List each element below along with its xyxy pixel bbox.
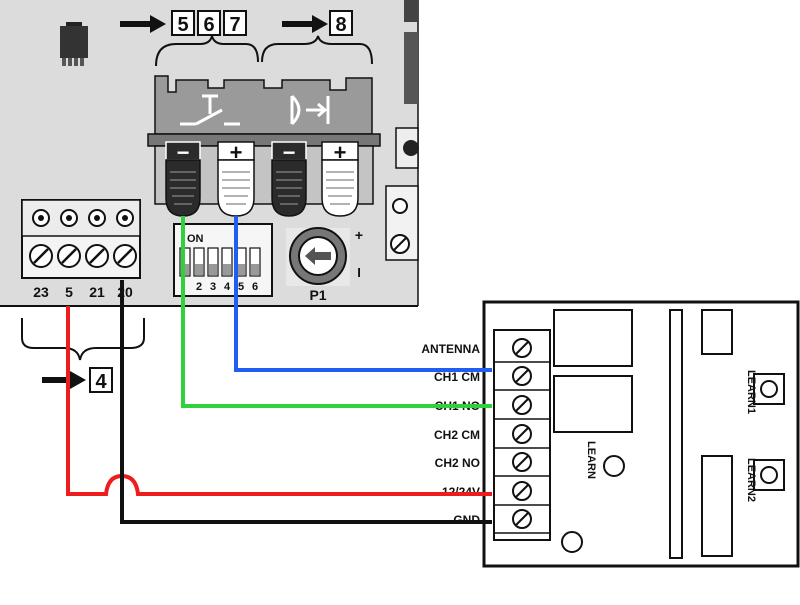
ic-chip (60, 22, 88, 66)
plug-sign: + (230, 140, 243, 165)
brace-terminals (21, 318, 145, 361)
edge-button-cap (403, 140, 419, 156)
learn-label: LEARN2 (745, 458, 757, 502)
arrow-icon (282, 15, 328, 33)
dip-toggle-knob (237, 264, 245, 275)
dip-toggle-knob (209, 264, 217, 275)
learn-label: LEARN (585, 441, 597, 479)
plug-white-2 (321, 141, 359, 217)
arrow-icon (42, 371, 86, 389)
step-digit: 8 (335, 14, 346, 36)
dip-toggle (193, 247, 205, 277)
terminal-label: 20 (117, 284, 133, 300)
step-digit: 5 (177, 14, 188, 36)
dip-toggle (207, 247, 219, 277)
dip-toggle-knob (223, 264, 231, 275)
relay-2 (553, 375, 633, 433)
terminal-label: 21 (89, 284, 105, 300)
dip-number: 3 (210, 281, 216, 293)
component-bottom (701, 455, 733, 557)
receiver-terminal-label: CH1 CM (434, 370, 480, 384)
dip-number: 2 (196, 281, 202, 293)
mount-hole (561, 531, 583, 553)
dip-number: 4 (224, 281, 231, 293)
wire-black (120, 280, 492, 524)
dip-on-label: ON (187, 233, 204, 245)
step-digit-box (89, 367, 113, 393)
dip-toggle (221, 247, 233, 277)
arrow-icon (120, 15, 166, 33)
receiver-terminal-label: CH2 CM (434, 428, 480, 442)
terminal-block: 23 5 21 20 (21, 199, 141, 300)
step-digit: 4 (95, 371, 107, 393)
plug-sign: − (177, 140, 190, 165)
potentiometer-p1: P1 + I (286, 227, 363, 303)
step-digit: 7 (229, 14, 240, 36)
pot-minus: I (357, 265, 361, 280)
dip-number: 6 (252, 281, 258, 293)
photocell-icon (290, 94, 330, 126)
component-top (701, 309, 733, 355)
step-digit-box (223, 10, 247, 36)
brace-8 (261, 35, 373, 65)
step-digit-box (329, 10, 353, 36)
wires (66, 216, 492, 524)
receiver-terminal-label: ANTENNA (421, 342, 480, 356)
plug-sign: + (334, 140, 347, 165)
wire-green (181, 216, 492, 408)
pcb-strip (669, 309, 683, 559)
dip-number: 5 (238, 281, 244, 293)
plug-white-1 (217, 141, 255, 217)
plug-black-2 (271, 141, 307, 217)
brace-567 (155, 35, 259, 67)
learn-label: LEARN1 (745, 370, 757, 414)
dip-toggle-knob (251, 264, 259, 275)
pot-plus: + (355, 227, 363, 243)
receiver-terminal-label: CH2 NO (435, 456, 480, 470)
wire-red (66, 306, 492, 496)
edge-component (404, 0, 418, 22)
step-label-8: 8 (282, 10, 353, 36)
step-digit-box (171, 10, 195, 36)
step-digit-box (197, 10, 221, 36)
terminal-label: 5 (65, 284, 73, 300)
step-label-4: 4 (42, 367, 113, 393)
pot-label: P1 (309, 287, 326, 303)
plug-sign: − (283, 140, 296, 165)
step-digit: 6 (203, 14, 214, 36)
arrow-left-icon (305, 247, 331, 265)
plug-black-1 (165, 141, 201, 217)
dip-toggle (249, 247, 261, 277)
relay-1 (553, 309, 633, 367)
pushbutton-icon (180, 94, 240, 126)
dip-toggle-knob (195, 264, 203, 275)
wire-blue (234, 216, 492, 372)
edge-component (404, 32, 418, 104)
terminal-label: 23 (33, 284, 49, 300)
learn-led (603, 455, 625, 477)
